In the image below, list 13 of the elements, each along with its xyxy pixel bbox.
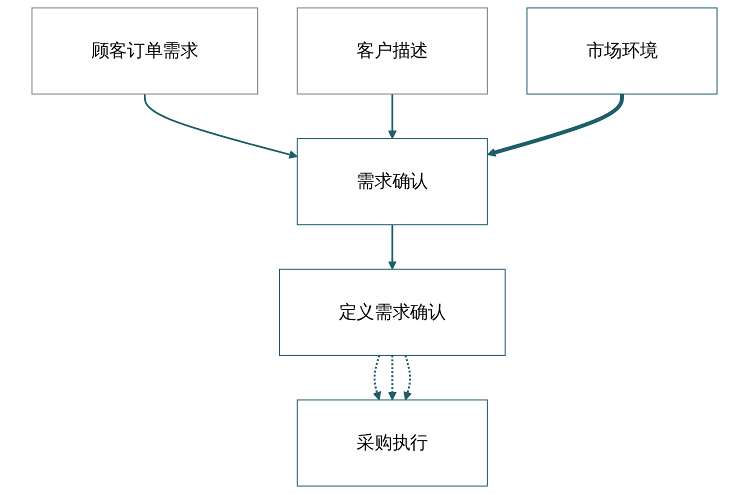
node-box: 客户描述 bbox=[296, 7, 488, 95]
node-box: 需求确认 bbox=[296, 138, 488, 226]
arrow bbox=[486, 94, 624, 157]
arrow bbox=[144, 94, 298, 159]
node-box: 定义需求确认 bbox=[278, 268, 506, 356]
arrow bbox=[388, 355, 397, 400]
arrow bbox=[388, 94, 397, 139]
arrow bbox=[388, 224, 397, 270]
node-box: 采购执行 bbox=[296, 399, 488, 487]
node-box: 顾客订单需求 bbox=[31, 7, 258, 95]
node-box: 市场环境 bbox=[526, 7, 718, 95]
arrow bbox=[403, 355, 412, 400]
arrow bbox=[372, 355, 382, 400]
